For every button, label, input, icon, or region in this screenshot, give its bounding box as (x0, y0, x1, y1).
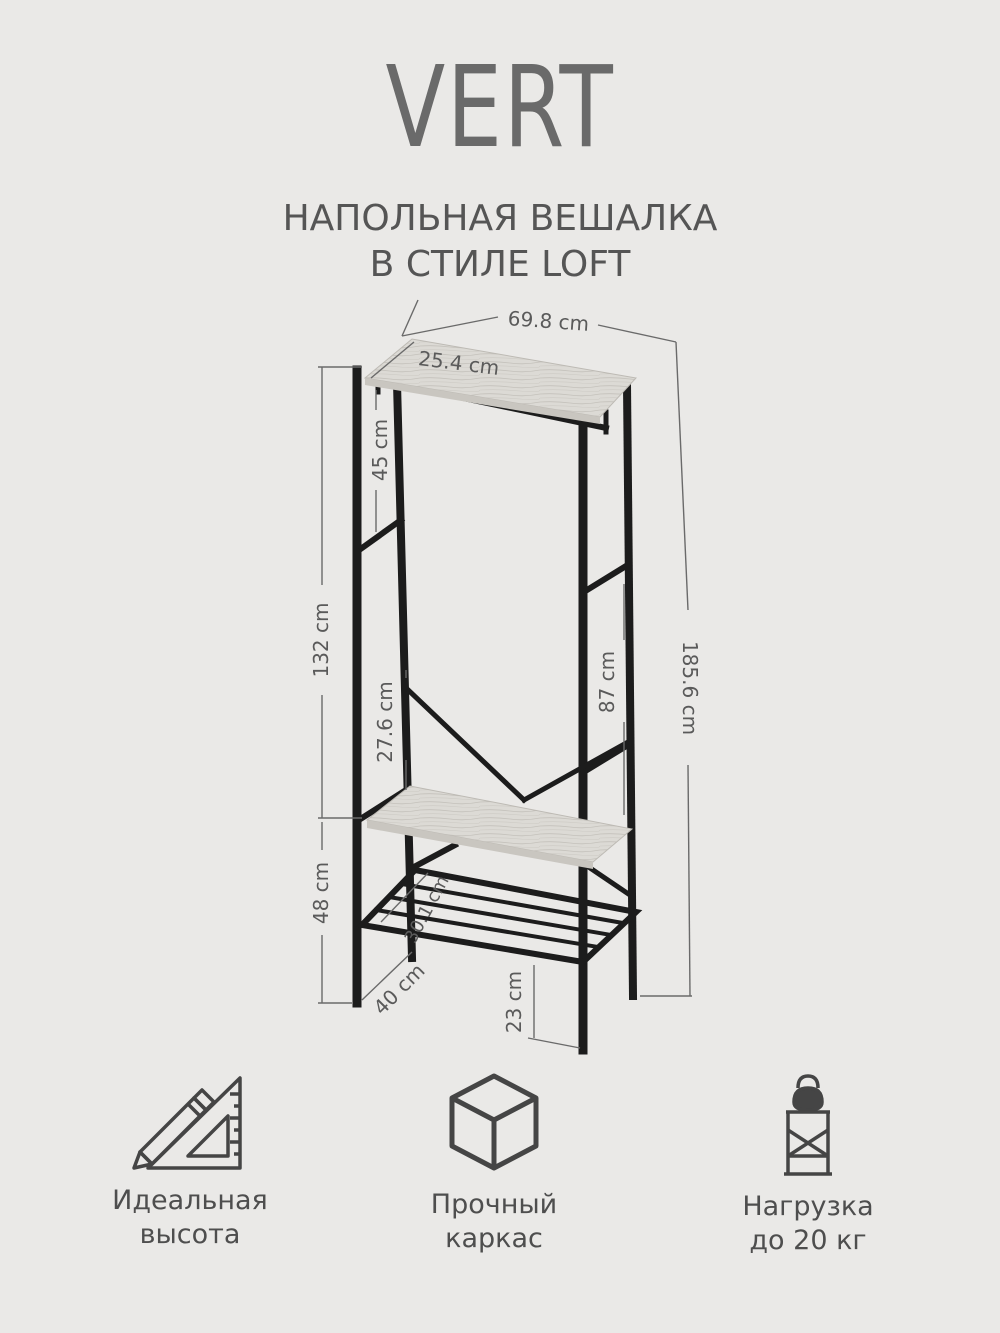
ruler-triangle-icon (132, 1076, 242, 1170)
feature-label: Прочный каркас (364, 1188, 624, 1256)
product-diagram: 69.8 cm 25.4 cm 45 cm 132 cm 185.6 cm 87… (309, 299, 702, 1055)
brand-title: VERT (385, 43, 615, 173)
top-shelf (363, 338, 637, 424)
dim-width-label: 69.8 cm (507, 306, 590, 336)
subtitle-line-2: В СТИЛЕ LOFT (369, 244, 631, 285)
kettlebell-stand-icon (784, 1074, 832, 1176)
dim-shelf-gap-label: 27.6 cm (373, 681, 397, 762)
cube-icon (449, 1073, 539, 1171)
dim-hanger-drop-label: 45 cm (368, 419, 392, 481)
product-subtitle: НАПОЛЬНАЯ ВЕШАЛКА В СТИЛЕ LOFT (0, 196, 1000, 288)
feature-ideal-height: Идеальная высота (60, 1070, 320, 1252)
feature-line-1: Прочный (430, 1189, 558, 1220)
feature-load-capacity: Нагрузка до 20 кг (678, 1070, 938, 1258)
dim-total-height-label: 185.6 cm (678, 641, 702, 735)
feature-line-2: высота (139, 1219, 241, 1250)
feature-line-1: Нагрузка (742, 1191, 874, 1222)
dim-bottom-clearance-label: 23 cm (502, 971, 526, 1033)
feature-strong-frame: Прочный каркас (364, 1070, 624, 1256)
dimension-lines (318, 299, 692, 1049)
dim-bar-height-label: 132 cm (309, 602, 333, 677)
feature-label: Нагрузка до 20 кг (678, 1190, 938, 1258)
middle-shelf (365, 785, 634, 869)
feature-line-2: до 20 кг (749, 1225, 867, 1256)
dim-shelf-height-label: 48 cm (309, 862, 333, 924)
dim-side-span-label: 87 cm (595, 651, 619, 713)
feature-line-2: каркас (445, 1223, 543, 1254)
dim-base-depth-label: 40 cm (369, 959, 430, 1020)
feature-line-1: Идеальная (112, 1185, 268, 1216)
subtitle-line-1: НАПОЛЬНАЯ ВЕШАЛКА (282, 198, 718, 239)
feature-label: Идеальная высота (60, 1184, 320, 1252)
